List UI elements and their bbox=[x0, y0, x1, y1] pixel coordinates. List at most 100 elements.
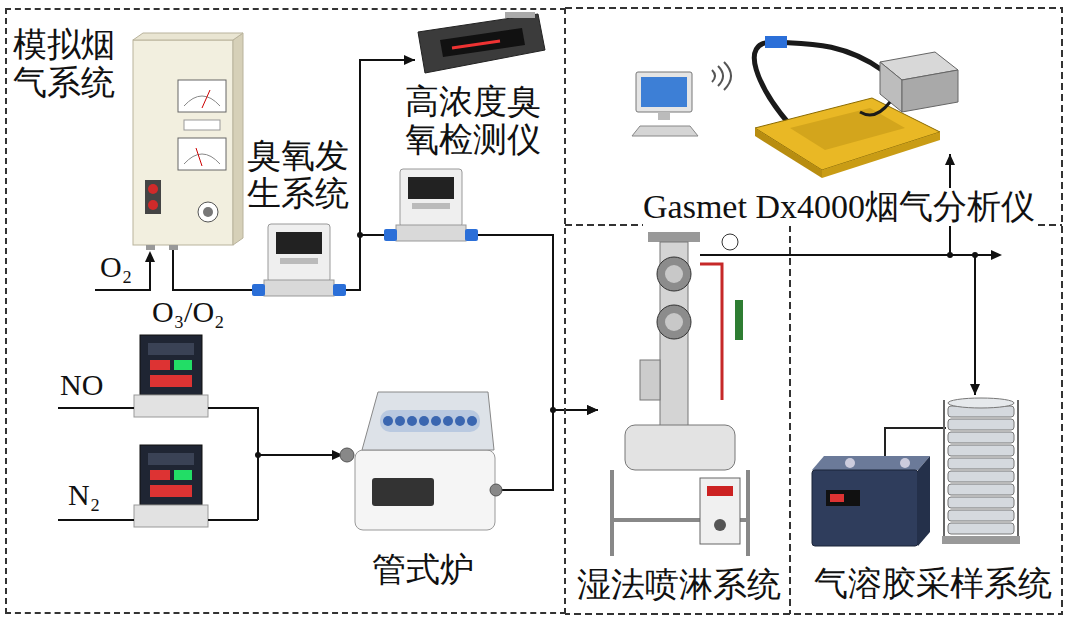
label-holder: 气溶胶采样系统 bbox=[814, 565, 1052, 603]
reactor-cap bbox=[648, 232, 700, 242]
tube-end bbox=[490, 484, 502, 496]
pipe-connector bbox=[760, 255, 980, 395]
controller-base bbox=[134, 505, 208, 527]
impactor-stage bbox=[948, 419, 1014, 430]
meter-needle bbox=[196, 148, 202, 166]
knob-center bbox=[203, 207, 213, 217]
region-title: 模拟烟气系统 bbox=[13, 26, 123, 102]
mfc-base bbox=[264, 280, 334, 296]
fitting bbox=[146, 245, 155, 250]
name-plate bbox=[184, 120, 220, 130]
heating-coil bbox=[407, 416, 417, 426]
gas-label: N₂ bbox=[68, 478, 100, 512]
probe-front bbox=[880, 62, 902, 112]
arrow-head bbox=[945, 154, 955, 165]
mfc-screen bbox=[408, 177, 454, 199]
junction-dot bbox=[550, 407, 556, 413]
impactor-stage bbox=[948, 471, 1014, 482]
meter-scale bbox=[184, 154, 220, 164]
controller-base bbox=[134, 395, 208, 417]
red-button bbox=[148, 184, 158, 194]
detector-body bbox=[418, 14, 545, 73]
side-pipe bbox=[735, 300, 743, 340]
heating-coil bbox=[395, 416, 405, 426]
equipment-node: 臭氧发生系统 bbox=[133, 33, 243, 245]
furnace-base bbox=[355, 450, 495, 530]
exhaust-pipe bbox=[975, 254, 992, 256]
side-pipe bbox=[640, 360, 660, 400]
cabinet-side bbox=[233, 33, 243, 245]
pump-body bbox=[812, 470, 918, 546]
equipment-node: 管式炉 bbox=[345, 385, 500, 535]
equipment-node: 气溶胶采样系统 bbox=[810, 395, 1055, 555]
controller-body bbox=[140, 445, 202, 505]
label-holder: Gasmet Dx4000烟气分析仪 bbox=[643, 188, 1035, 226]
junction-dot bbox=[255, 452, 261, 458]
monitor bbox=[636, 72, 692, 112]
detector-handle bbox=[505, 12, 535, 18]
equipment-node: Gasmet Dx4000烟气分析仪 bbox=[620, 14, 1058, 154]
heating-coil bbox=[431, 416, 441, 426]
blue-fitting bbox=[465, 229, 478, 241]
label-holder: 模拟烟气系统 bbox=[13, 26, 123, 102]
fitting bbox=[169, 245, 178, 250]
pipe-line bbox=[173, 235, 598, 410]
furnace-lid bbox=[362, 392, 494, 450]
meter bbox=[178, 138, 226, 170]
no-flow-controller bbox=[134, 335, 208, 417]
arrow-head bbox=[145, 251, 155, 262]
pipe-line bbox=[500, 410, 598, 490]
controller-panel bbox=[148, 453, 194, 465]
mfc-body bbox=[400, 169, 462, 227]
pump-gauge bbox=[900, 458, 910, 468]
controller-display bbox=[150, 470, 170, 480]
controller-display bbox=[174, 470, 192, 480]
wifi-symbol bbox=[712, 62, 731, 90]
controller-display bbox=[150, 360, 170, 370]
red-button bbox=[148, 200, 158, 210]
heating-coil bbox=[443, 416, 453, 426]
equipment-label: 管式炉 bbox=[372, 551, 474, 589]
heating-coil bbox=[467, 416, 477, 426]
equipment-label: 高浓度臭氧检测仪 bbox=[405, 83, 555, 159]
detector-display bbox=[452, 41, 500, 48]
region-box: 模拟烟气系统臭氧发生系统高浓度臭氧检测仪管式炉 bbox=[5, 8, 566, 614]
junction-dot bbox=[357, 232, 363, 238]
detector-screen bbox=[440, 28, 525, 57]
mfc-base bbox=[396, 225, 466, 241]
impactor-stage bbox=[948, 523, 1014, 534]
impactor-stage bbox=[948, 497, 1014, 508]
pressure-gauge bbox=[722, 234, 738, 250]
tube-furnace bbox=[340, 392, 502, 530]
arrow-head bbox=[970, 384, 980, 395]
pipe-line bbox=[760, 255, 975, 395]
controller-display bbox=[150, 485, 192, 497]
control-knob bbox=[714, 519, 726, 531]
label-holder: 臭氧发生系统 bbox=[247, 137, 355, 213]
analyzer-side bbox=[822, 132, 940, 178]
keyboard bbox=[632, 126, 698, 136]
mfc-body bbox=[268, 224, 330, 282]
gas-analyzer bbox=[632, 36, 958, 178]
meter-needle bbox=[202, 90, 210, 108]
blue-fitting bbox=[333, 284, 346, 296]
tube-end bbox=[340, 448, 354, 462]
pipe-connector bbox=[173, 235, 598, 415]
aerosol-sampler bbox=[812, 398, 1020, 546]
heating-coil bbox=[383, 416, 393, 426]
knob bbox=[198, 202, 218, 222]
monitor-stand bbox=[658, 112, 670, 120]
label-holder: 湿法喷淋系统 bbox=[577, 566, 781, 604]
pump-indicator bbox=[830, 494, 844, 502]
cabinet-top bbox=[133, 33, 243, 40]
mass-flow-controller bbox=[252, 224, 346, 296]
controller-display bbox=[174, 360, 192, 370]
controller-display bbox=[150, 375, 192, 387]
probe-side bbox=[902, 70, 958, 112]
impactor-top bbox=[948, 398, 1014, 408]
sampling-tube bbox=[885, 428, 946, 458]
equipment-node: 高浓度臭氧检测仪 bbox=[415, 12, 545, 75]
arrow-head bbox=[404, 55, 415, 65]
n2-flow-controller bbox=[134, 445, 208, 527]
